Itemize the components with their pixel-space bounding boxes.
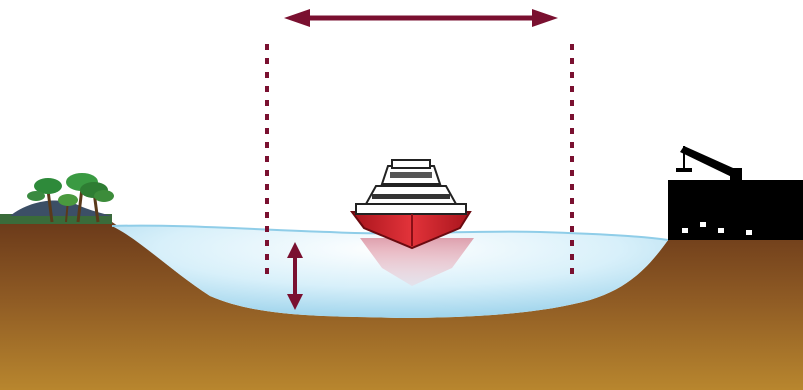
double-arrow-horizontal-icon: [284, 9, 558, 27]
port-crane-icon: [668, 146, 803, 240]
